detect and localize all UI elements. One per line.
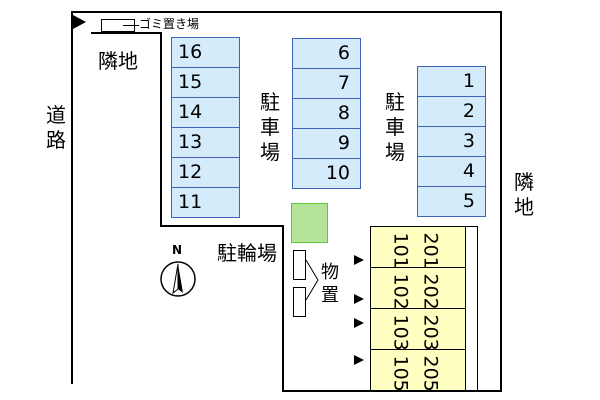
parking-slot: 7 bbox=[292, 68, 361, 99]
parking-slot-number: 10 bbox=[325, 162, 350, 184]
parking-slot: 10 bbox=[292, 158, 361, 189]
inner-left-wall bbox=[160, 32, 162, 227]
parking-label-left: 駐車場 bbox=[260, 90, 280, 164]
parking-slot-number: 12 bbox=[178, 161, 203, 183]
parking-slot: 11 bbox=[171, 187, 240, 218]
boundary-top bbox=[71, 11, 502, 13]
unit-number-lower: 102 bbox=[389, 273, 412, 310]
parking-slot-number: 13 bbox=[178, 131, 203, 153]
parking-slot-number: 7 bbox=[337, 72, 350, 94]
road-label: 道路 bbox=[46, 103, 66, 152]
parking-slot-number: 6 bbox=[337, 42, 350, 64]
compass: N bbox=[159, 244, 199, 300]
building-balcony bbox=[465, 226, 478, 391]
parking-slot-number: 2 bbox=[462, 100, 475, 122]
storage-bracket bbox=[305, 259, 319, 301]
storage-shed bbox=[293, 287, 306, 317]
parking-label-right: 駐車場 bbox=[385, 90, 405, 164]
boundary-right bbox=[500, 11, 502, 392]
parking-slot: 13 bbox=[171, 127, 240, 158]
parking-slot: 16 bbox=[171, 37, 240, 68]
parking-slot-number: 11 bbox=[178, 191, 203, 213]
unit-number-upper: 201 bbox=[419, 232, 442, 269]
parking-slot: 5 bbox=[417, 186, 486, 217]
unit-block: 101 201 bbox=[370, 226, 466, 269]
compass-icon bbox=[160, 261, 196, 297]
parking-slot: 2 bbox=[417, 96, 486, 127]
garbage-leader bbox=[123, 25, 139, 26]
parking-slot-number: 8 bbox=[337, 102, 350, 124]
north-label: N bbox=[172, 243, 183, 257]
unit-number-upper: 202 bbox=[419, 273, 442, 310]
parking-slot-number: 5 bbox=[462, 190, 475, 212]
parking-slot: 6 bbox=[292, 38, 361, 69]
unit-number-upper: 205 bbox=[419, 355, 442, 392]
unit-block: 102 202 bbox=[370, 267, 466, 310]
bicycle-parking-label: 駐輪場 bbox=[217, 241, 277, 265]
parking-slot-number: 9 bbox=[337, 132, 350, 154]
parking-slot-number: 1 bbox=[462, 70, 475, 92]
unit-block: 105 205 bbox=[370, 349, 466, 392]
entrance-arrow-unit bbox=[354, 355, 364, 365]
bottom-boundary bbox=[282, 390, 502, 392]
parking-slot: 12 bbox=[171, 157, 240, 188]
unit-number-lower: 101 bbox=[389, 232, 412, 269]
neighbor-label-right: 隣地 bbox=[514, 170, 534, 219]
parking-slot: 14 bbox=[171, 97, 240, 128]
bicycle-parking-area bbox=[291, 203, 328, 243]
unit-number-upper: 203 bbox=[419, 314, 442, 351]
unit-block: 103 203 bbox=[370, 308, 466, 351]
inner-lower-wall bbox=[282, 225, 284, 392]
parking-slot-number: 3 bbox=[462, 130, 475, 152]
boundary-left bbox=[71, 11, 73, 384]
parking-slot: 8 bbox=[292, 98, 361, 129]
parking-slot: 3 bbox=[417, 126, 486, 157]
inner-top bbox=[91, 32, 162, 34]
parking-slot: 1 bbox=[417, 66, 486, 97]
parking-slot: 15 bbox=[171, 67, 240, 98]
parking-slot-number: 4 bbox=[462, 160, 475, 182]
parking-slot-number: 14 bbox=[178, 101, 203, 123]
unit-number-lower: 103 bbox=[389, 314, 412, 351]
parking-slot-number: 15 bbox=[178, 71, 203, 93]
storage-shed bbox=[293, 250, 306, 280]
entrance-arrow-unit bbox=[354, 318, 364, 328]
entrance-arrow-unit bbox=[354, 255, 364, 265]
parking-slot: 4 bbox=[417, 156, 486, 187]
garbage-label: ゴミ置き場 bbox=[139, 17, 200, 31]
parking-slot-number: 16 bbox=[178, 41, 203, 63]
entrance-arrow-unit bbox=[354, 294, 364, 304]
neighbor-label-top-left: 隣地 bbox=[98, 49, 138, 73]
entrance-arrow bbox=[73, 15, 86, 29]
storage-label: 物置 bbox=[321, 262, 339, 306]
parking-slot: 9 bbox=[292, 128, 361, 159]
inner-step bbox=[160, 225, 284, 227]
unit-number-lower: 105 bbox=[389, 355, 412, 392]
